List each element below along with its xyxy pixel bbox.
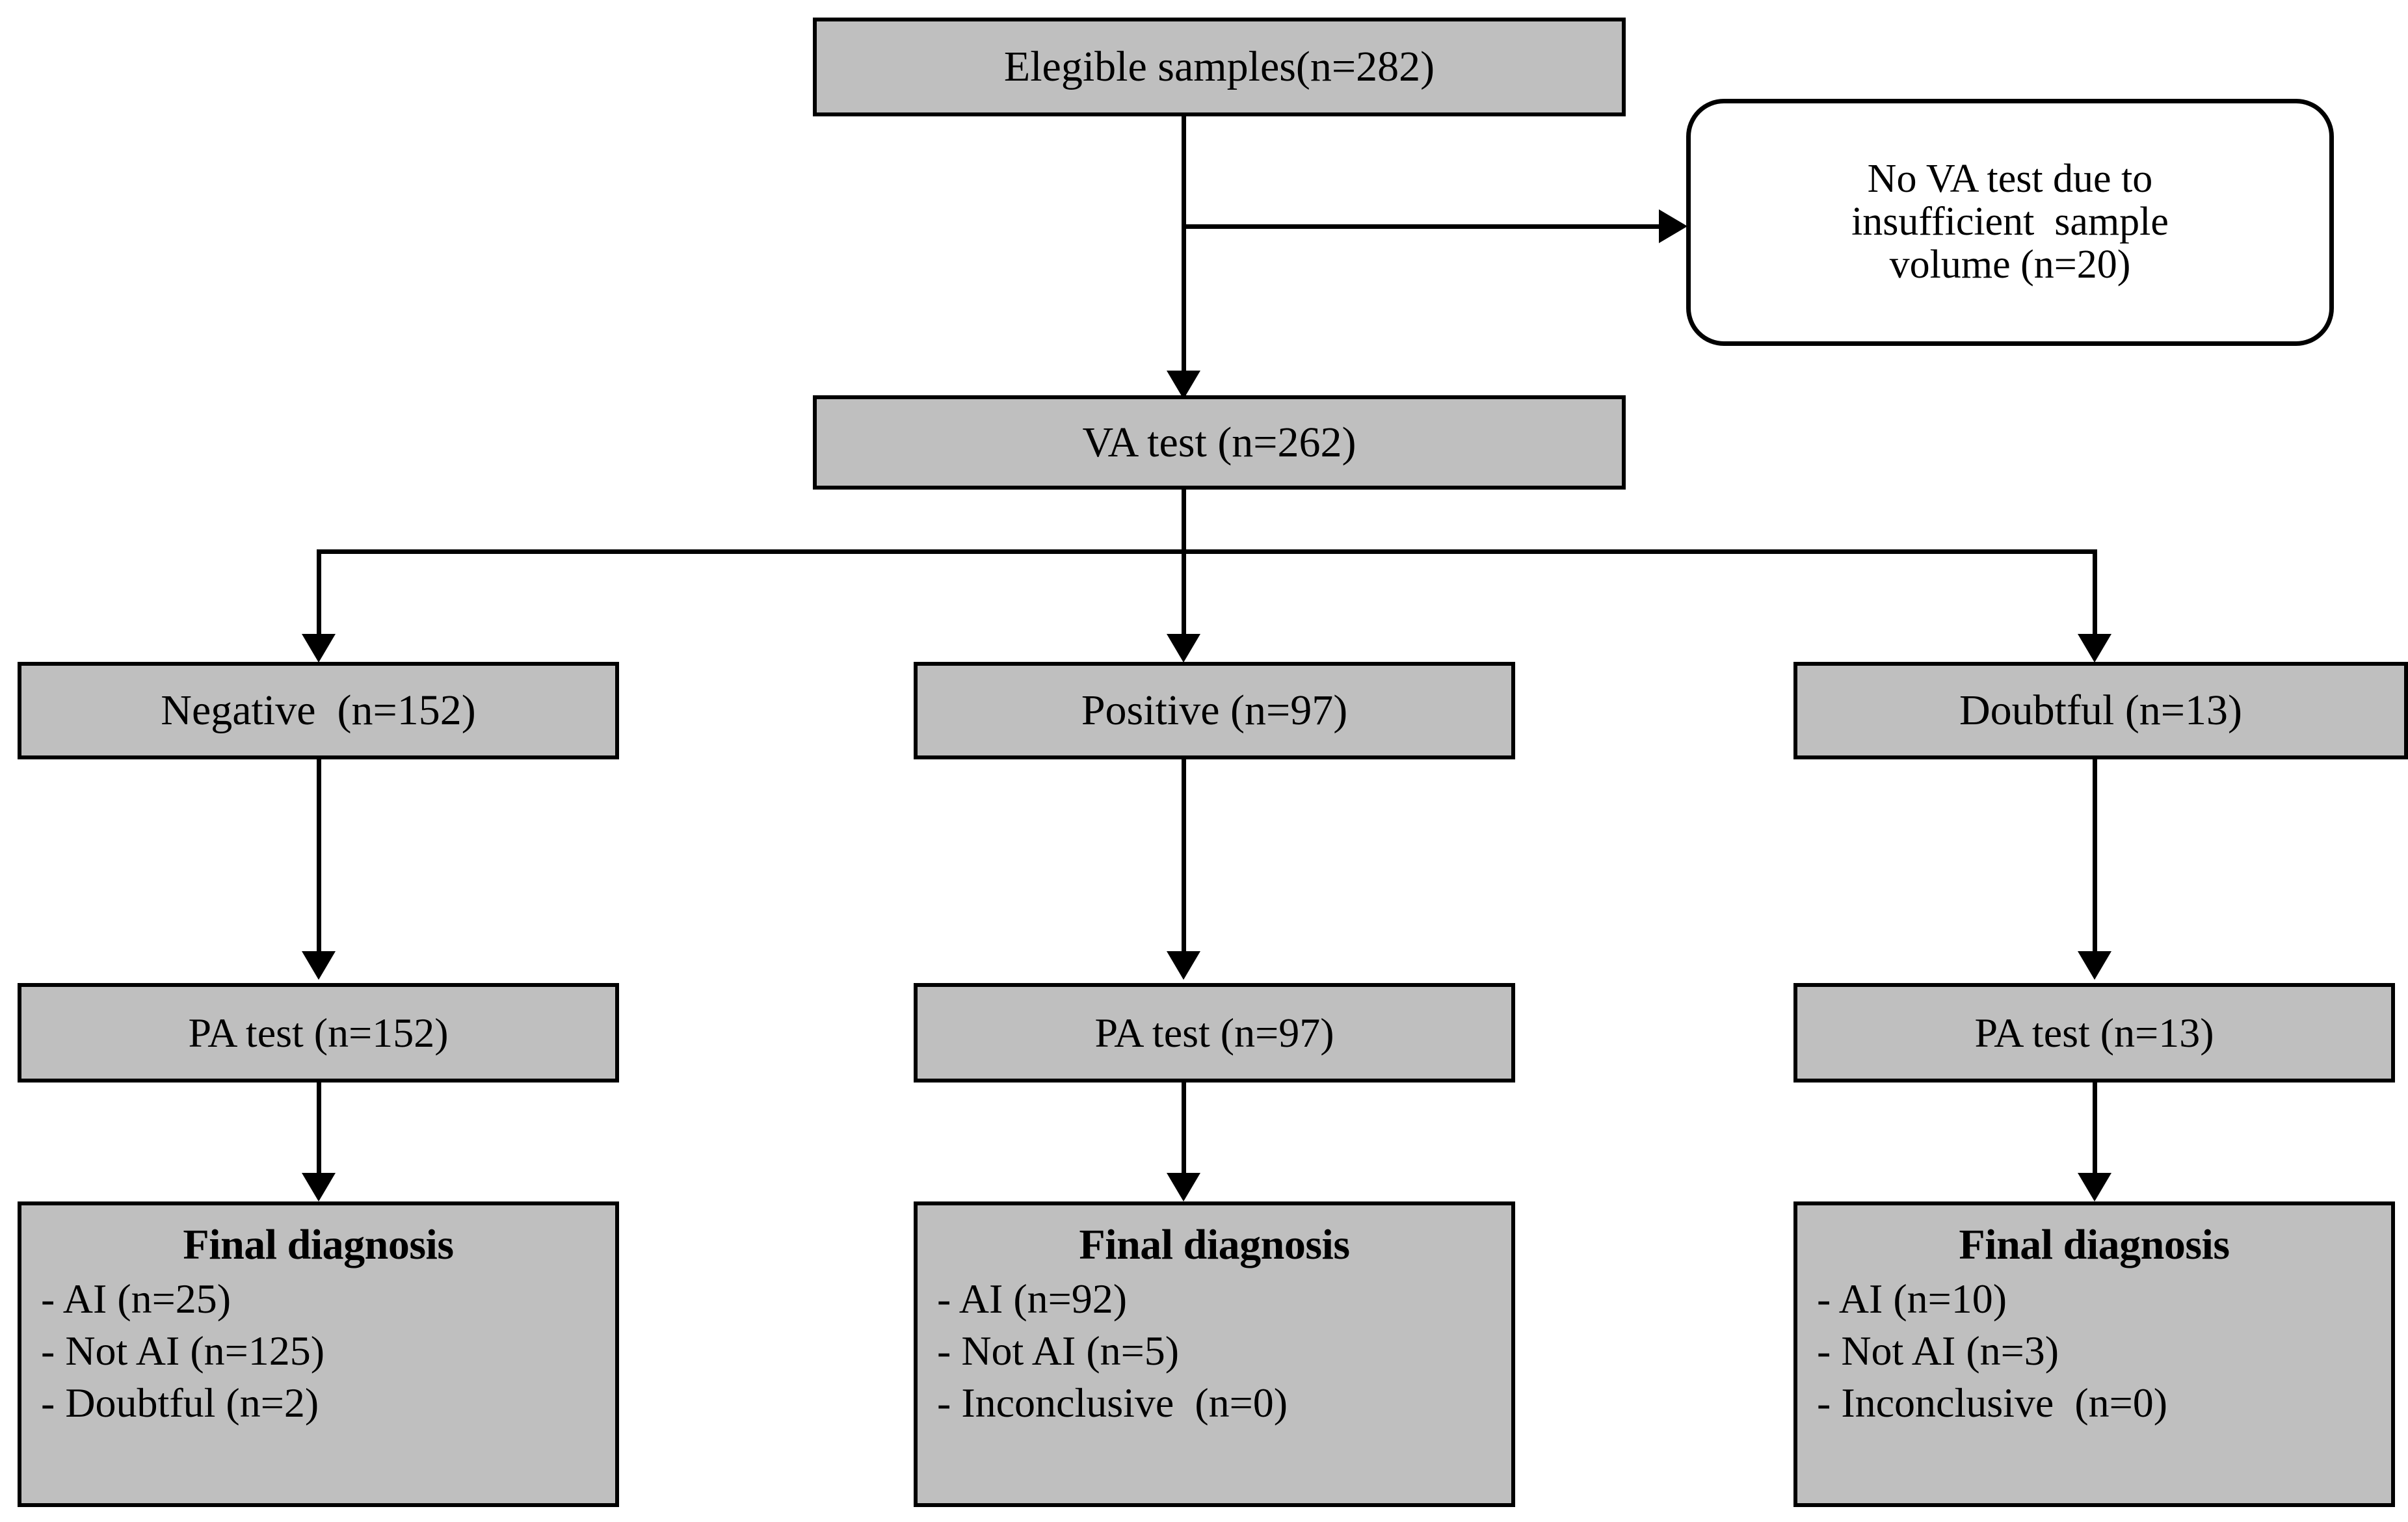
connector-va-trunk <box>1182 450 1186 554</box>
connector-split-right <box>2093 549 2097 637</box>
node-exclusion-no-va-test[interactable]: No VA test due to insufficient sample vo… <box>1686 99 2334 346</box>
final-diagnosis-negative-item-doubtful: - Doubtful (n=2) <box>41 1379 319 1426</box>
final-diagnosis-negative-item-ai: - AI (n=25) <box>41 1275 232 1322</box>
node-va-test[interactable]: VA test (n=262) <box>813 395 1626 490</box>
arrowhead-negative-to-pa <box>302 951 336 980</box>
node-doubtful-label: Doubtful (n=13) <box>1959 687 2242 735</box>
node-final-diagnosis-doubtful[interactable]: Final diagnosis - AI (n=10) - Not AI (n=… <box>1793 1201 2395 1507</box>
node-exclusion-line2: insufficient sample <box>1851 200 2169 244</box>
arrowhead-to-doubtful <box>2078 634 2111 663</box>
connector-negative-to-pa <box>317 759 321 954</box>
final-diagnosis-positive-item-inconclusive: - Inconclusive (n=0) <box>937 1379 1288 1426</box>
final-diagnosis-positive-title: Final diagnosis <box>1079 1221 1350 1268</box>
final-diagnosis-positive-item-ai: - AI (n=92) <box>937 1275 1128 1322</box>
arrowhead-pa-to-final-doubtful <box>2078 1173 2111 1201</box>
arrowhead-to-va-test <box>1167 371 1200 399</box>
node-exclusion-line3: volume (n=20) <box>1889 242 2131 287</box>
final-diagnosis-negative-title: Final diagnosis <box>183 1221 454 1268</box>
node-pa-test-doubtful[interactable]: PA test (n=13) <box>1793 983 2395 1082</box>
connector-eligible-trunk <box>1182 116 1186 395</box>
final-diagnosis-doubtful-title: Final diagnosis <box>1959 1221 2230 1268</box>
node-final-diagnosis-negative[interactable]: Final diagnosis - AI (n=25) - Not AI (n=… <box>18 1201 619 1507</box>
final-diagnosis-negative-item-not-ai: - Not AI (n=125) <box>41 1327 325 1374</box>
node-positive[interactable]: Positive (n=97) <box>914 662 1515 759</box>
node-doubtful[interactable]: Doubtful (n=13) <box>1793 662 2408 759</box>
final-diagnosis-doubtful-item-ai: - AI (n=10) <box>1817 1275 2007 1322</box>
final-diagnosis-positive-item-not-ai: - Not AI (n=5) <box>937 1327 1180 1374</box>
connector-split-bar <box>317 549 2097 554</box>
arrowhead-positive-to-pa <box>1167 951 1200 980</box>
arrowhead-to-positive <box>1167 634 1200 663</box>
connector-pa-to-final-doubtful <box>2093 1082 2097 1177</box>
connector-eligible-to-exclusion <box>1182 224 1663 229</box>
arrowhead-to-negative <box>302 634 336 663</box>
node-pa-test-positive-label: PA test (n=97) <box>1094 1009 1334 1056</box>
connector-positive-to-pa <box>1182 759 1186 954</box>
final-diagnosis-doubtful-item-not-ai: - Not AI (n=3) <box>1817 1327 2059 1374</box>
node-pa-test-negative[interactable]: PA test (n=152) <box>18 983 619 1082</box>
node-pa-test-negative-label: PA test (n=152) <box>188 1009 449 1056</box>
node-va-test-label: VA test (n=262) <box>1082 418 1356 466</box>
node-pa-test-doubtful-label: PA test (n=13) <box>1974 1009 2214 1056</box>
arrowhead-pa-to-final-positive <box>1167 1173 1200 1201</box>
node-final-diagnosis-positive[interactable]: Final diagnosis - AI (n=92) - Not AI (n=… <box>914 1201 1515 1507</box>
connector-split-left <box>317 549 321 637</box>
arrowhead-doubtful-to-pa <box>2078 951 2111 980</box>
node-eligible-samples[interactable]: Elegible samples(n=282) <box>813 18 1626 116</box>
node-negative[interactable]: Negative (n=152) <box>18 662 619 759</box>
node-pa-test-positive[interactable]: PA test (n=97) <box>914 983 1515 1082</box>
final-diagnosis-doubtful-item-inconclusive: - Inconclusive (n=0) <box>1817 1379 2168 1426</box>
node-eligible-samples-label: Elegible samples(n=282) <box>1003 43 1435 91</box>
node-exclusion-line1: No VA test due to <box>1867 157 2153 202</box>
connector-doubtful-to-pa <box>2093 759 2097 954</box>
node-positive-label: Positive (n=97) <box>1081 687 1348 735</box>
connector-split-middle <box>1182 549 1186 637</box>
connector-pa-to-final-positive <box>1182 1082 1186 1177</box>
arrowhead-pa-to-final-negative <box>302 1173 336 1201</box>
connector-pa-to-final-negative <box>317 1082 321 1177</box>
arrowhead-to-exclusion <box>1659 209 1687 243</box>
node-negative-label: Negative (n=152) <box>161 687 476 735</box>
